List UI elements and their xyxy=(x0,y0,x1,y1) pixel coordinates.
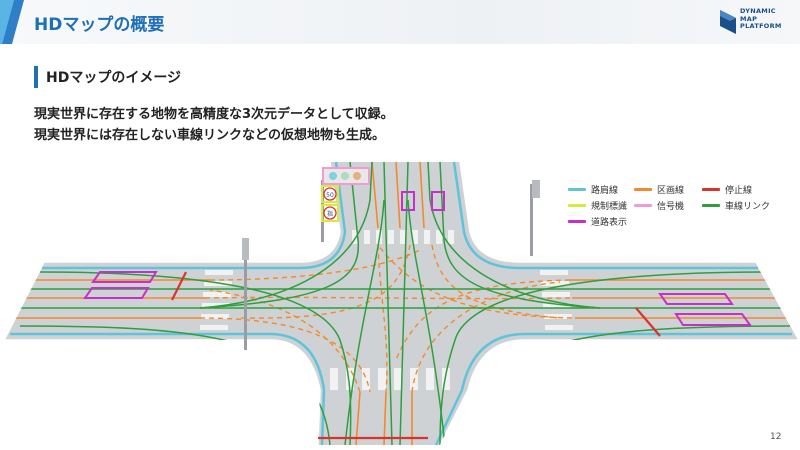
slide-title: HDマップの概要 xyxy=(34,15,165,35)
road-marking-boxes xyxy=(83,191,752,326)
legend-label: 路肩線 xyxy=(591,186,619,196)
legend-label: 信号機 xyxy=(657,202,685,212)
legend-label: 道路表示 xyxy=(591,218,628,228)
stop-lines xyxy=(171,271,661,440)
shoulder-lines xyxy=(10,161,792,446)
legend-swatch xyxy=(634,188,652,191)
header-bar xyxy=(0,0,800,44)
speed-limit-sign-text: 50 xyxy=(326,192,334,199)
crosswalk-east xyxy=(540,270,573,330)
crosswalks xyxy=(200,230,573,390)
road-surface xyxy=(5,162,798,445)
crosswalk-north xyxy=(352,230,454,244)
legend-swatch xyxy=(702,188,720,191)
regulatory-sign-text: 指 xyxy=(327,210,333,218)
traffic-signal-icon xyxy=(322,167,370,185)
logo-mark-icon xyxy=(720,10,736,34)
header-accent-shape xyxy=(0,0,24,44)
slide-header: HDマップの概要 DYNAMIC MAP PLATFORM xyxy=(0,0,800,44)
legend-label: 車線リンク xyxy=(725,202,771,212)
description-line-1: 現実世界に存在する地物を高精度な3次元データとして収録。 xyxy=(34,107,394,122)
description-line-2: 現実世界には存在しない車線リンクなどの仮想地物も生成。 xyxy=(34,128,386,143)
legend-label: 区画線 xyxy=(657,186,685,196)
legend-swatch xyxy=(702,204,720,207)
legend-label: 規制標識 xyxy=(591,202,628,212)
logo-line-2: MAP xyxy=(740,14,758,23)
regulatory-signs xyxy=(321,185,339,222)
road-edge-lines xyxy=(5,161,798,446)
section-title: HDマップのイメージ xyxy=(46,70,182,86)
section-heading-bar xyxy=(34,66,38,88)
legend: 路肩線 区画線 停止線 規制標識 信号機 車線リンク 道路表示 xyxy=(568,183,771,233)
logo-line-3: PLATFORM xyxy=(740,22,782,30)
legend-swatch xyxy=(634,204,652,207)
company-logo: DYNAMIC MAP PLATFORM xyxy=(720,7,790,38)
legend-swatch xyxy=(568,220,586,223)
legend-swatch xyxy=(568,204,586,207)
logo-line-1: DYNAMIC xyxy=(740,7,776,15)
legend-swatch xyxy=(568,188,586,191)
page-number: 12 xyxy=(770,432,782,442)
legend-label: 停止線 xyxy=(725,186,753,196)
crosswalk-west xyxy=(200,270,233,330)
description-text: 現実世界に存在する地物を高精度な3次元データとして収録。 現実世界には存在しない… xyxy=(34,104,394,146)
hd-map-intersection-diagram: 50 指 xyxy=(5,161,798,446)
